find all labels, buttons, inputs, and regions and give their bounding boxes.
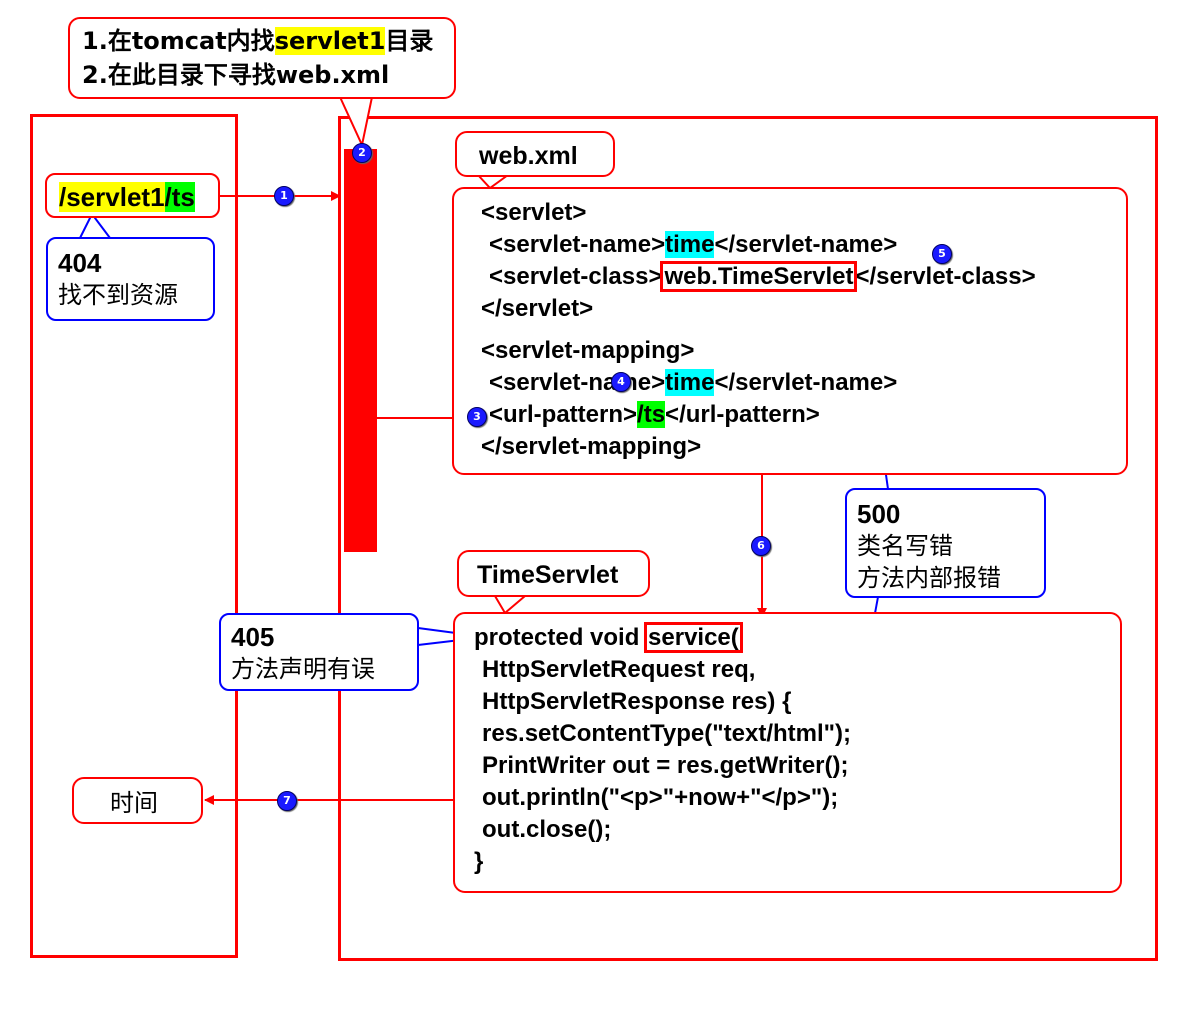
step-badge-3: 3 xyxy=(467,407,487,427)
xml-name-close: </servlet-name> xyxy=(714,231,898,258)
xml-map-name-open: <servlet-name> xyxy=(489,369,666,396)
server-panel xyxy=(338,116,1158,961)
error-500-line1: 类名写错 xyxy=(857,532,953,560)
xml-servlet-open: <servlet> xyxy=(481,199,587,226)
code-line-1: protected void service( xyxy=(474,622,743,654)
result-label: 时间 xyxy=(110,789,158,817)
xml-class-open: <servlet-class> xyxy=(489,263,663,290)
step-badge-4: 4 xyxy=(611,372,631,392)
xml-mapping-close: </servlet-mapping> xyxy=(481,433,702,460)
step-badge-2: 2 xyxy=(352,143,372,163)
step-badge-5: 5 xyxy=(932,244,952,264)
code-line-3: HttpServletResponse res) { xyxy=(482,688,792,715)
servlet-code-box: protected void service( HttpServletReque… xyxy=(453,612,1122,893)
webxml-box: <servlet> <servlet-name>time</servlet-na… xyxy=(452,187,1128,475)
step-badge-7: 7 xyxy=(277,791,297,811)
code-line-7: out.close(); xyxy=(482,816,612,843)
code-line-5: PrintWriter out = res.getWriter(); xyxy=(482,752,849,779)
xml-name-value: time xyxy=(665,231,715,258)
error-405-code: 405 xyxy=(231,622,275,652)
xml-map-name-line: <servlet-name>time</servlet-name> xyxy=(489,367,897,399)
top-note-highlight: servlet1 xyxy=(274,27,386,55)
result-callout: 时间 xyxy=(72,777,203,824)
top-note-tail xyxy=(339,96,373,149)
xml-pattern-open: <url-pattern> xyxy=(489,401,638,428)
step-badge-6: 6 xyxy=(751,536,771,556)
servlet-title: TimeServlet xyxy=(477,561,619,589)
xml-mapping-open: <servlet-mapping> xyxy=(481,337,695,364)
xml-pattern-value: /ts xyxy=(637,401,666,428)
servlet-title-tail xyxy=(494,595,526,615)
code-method-service: service( xyxy=(644,622,743,653)
code-line1-prefix: protected void xyxy=(474,624,647,651)
xml-name-open: <servlet-name> xyxy=(489,231,666,258)
error-500-callout: 500 类名写错 方法内部报错 xyxy=(845,488,1046,598)
code-line-2: HttpServletRequest req, xyxy=(482,656,756,683)
xml-servlet-close: </servlet> xyxy=(481,295,594,322)
code-line-4: res.setContentType("text/html"); xyxy=(482,720,852,747)
url-part-servlet1: /servlet1 xyxy=(59,182,165,212)
webxml-title: web.xml xyxy=(479,142,578,170)
error-404-code: 404 xyxy=(58,248,102,278)
browser-panel xyxy=(30,114,238,958)
top-note-line2: 2.在此目录下寻找web.xml xyxy=(82,61,390,89)
xml-pattern-line: <url-pattern>/ts</url-pattern> xyxy=(489,399,820,431)
xml-servlet-name-line: <servlet-name>time</servlet-name> xyxy=(489,229,897,261)
servlet-title-callout: TimeServlet xyxy=(457,550,650,597)
url-part-ts: /ts xyxy=(164,182,195,212)
xml-servlet-class-line: <servlet-class>web.TimeServlet</servlet-… xyxy=(489,261,1036,293)
error-405-callout: 405 方法声明有误 xyxy=(219,613,419,691)
xml-class-close: </servlet-class> xyxy=(855,263,1036,290)
error-404-text: 找不到资源 xyxy=(58,281,178,309)
top-note-line1-prefix: 1.在tomcat内找 xyxy=(82,27,275,55)
request-url-box: /servlet1/ts xyxy=(45,173,220,218)
xml-map-name-value: time xyxy=(665,369,715,396)
error-500-line2: 方法内部报错 xyxy=(857,564,1001,592)
xml-map-name-close: </servlet-name> xyxy=(714,369,898,396)
webxml-title-callout: web.xml xyxy=(455,131,615,177)
error-500-code: 500 xyxy=(857,499,901,529)
top-note: 1.在tomcat内找servlet1目录 2.在此目录下寻找web.xml xyxy=(68,17,456,99)
code-line-8: } xyxy=(474,848,484,875)
xml-class-value: web.TimeServlet xyxy=(660,261,858,292)
error-404-callout: 404 找不到资源 xyxy=(46,237,215,321)
top-note-line1-suffix: 目录 xyxy=(385,27,434,55)
step-badge-1: 1 xyxy=(274,186,294,206)
code-line-6: out.println("<p>"+now+"</p>"); xyxy=(482,784,839,811)
error-405-text: 方法声明有误 xyxy=(231,655,375,683)
tomcat-bar xyxy=(344,149,377,552)
xml-pattern-close: </url-pattern> xyxy=(665,401,820,428)
